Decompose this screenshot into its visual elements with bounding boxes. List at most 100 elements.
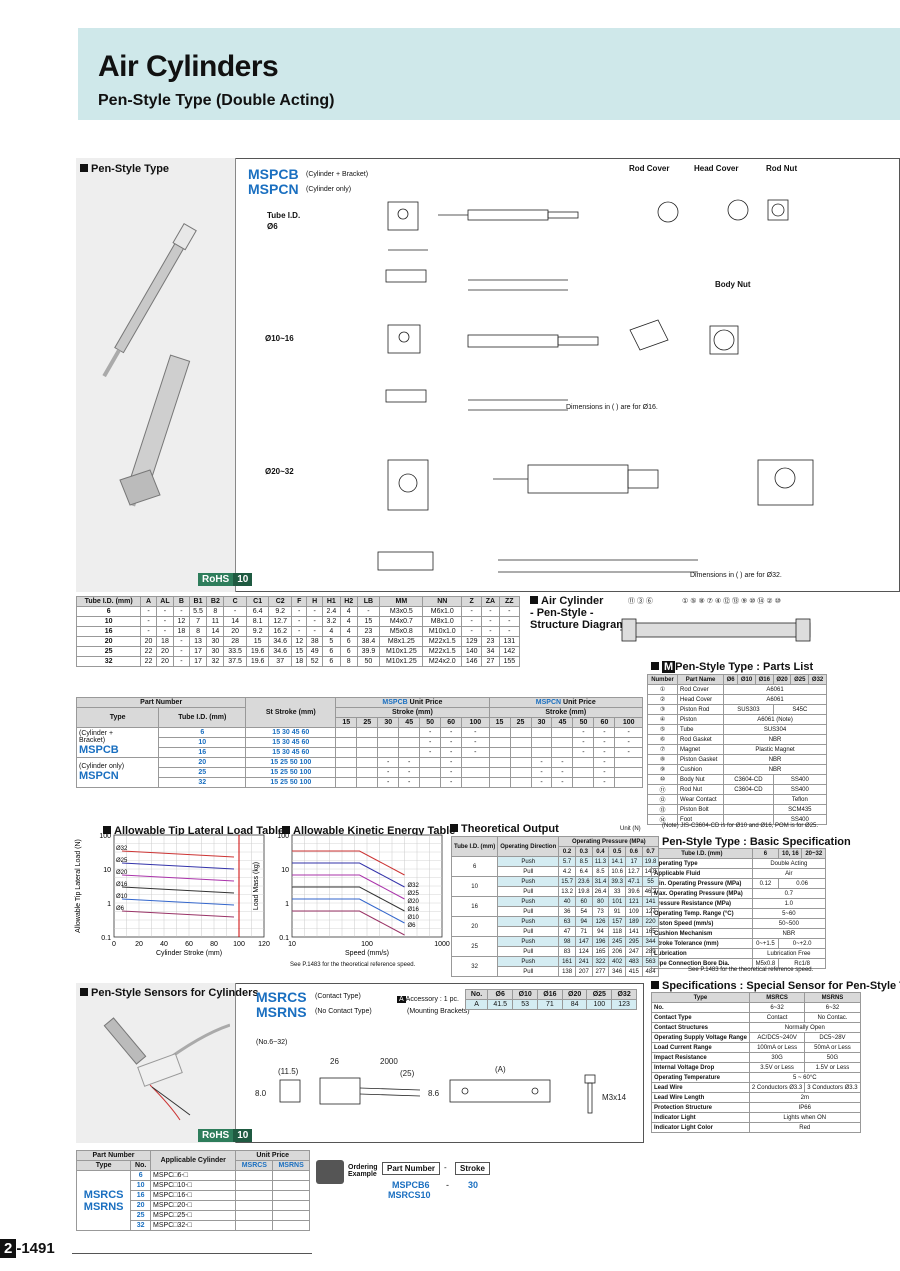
- table-cell: Piston Gasket: [677, 754, 725, 765]
- series-label: Ø10: [116, 894, 128, 900]
- table-header-cell: 0.5: [608, 846, 626, 857]
- table-cell: 23: [481, 636, 500, 647]
- table-cell: [488, 727, 511, 738]
- table-cell: 165: [641, 926, 660, 937]
- table-cell: [488, 737, 511, 748]
- table-cell: 5~60: [751, 908, 827, 919]
- sp-msrns: MSRNS: [272, 1160, 310, 1171]
- table-cell: [530, 727, 553, 738]
- table-cell: ⑬: [646, 804, 679, 815]
- table-cell: -: [398, 767, 421, 778]
- table-cell: M10x1.25: [379, 656, 424, 667]
- table-cell: 0.12: [751, 878, 780, 889]
- table-cell: 19.6: [245, 656, 270, 667]
- pt-part-number: Part Number: [75, 697, 247, 708]
- table-cell: Operating Supply Voltage Range: [651, 1032, 750, 1043]
- series-label: Ø6: [408, 923, 417, 929]
- table-cell: 1.5V or Less: [804, 1062, 861, 1073]
- table-cell: [551, 747, 574, 758]
- table-cell: 15 30 45 60: [245, 737, 337, 748]
- table-cell: 94: [574, 916, 593, 927]
- table-cell: Cushion Mechanism: [651, 928, 753, 939]
- table-cell: -: [398, 777, 421, 788]
- table-cell: A6061: [723, 694, 827, 705]
- table-cell: 6: [130, 1170, 152, 1181]
- table-cell: 100: [586, 999, 613, 1010]
- table-cell: Cushion: [677, 764, 725, 775]
- table-cell: -: [593, 777, 616, 788]
- table-cell: 121: [625, 896, 643, 907]
- table-cell: 3.2: [321, 616, 341, 627]
- ordering-dash2: -: [446, 1180, 449, 1190]
- table-cell: 9.2: [245, 626, 270, 637]
- table-cell: [530, 747, 553, 758]
- table-cell: -: [440, 757, 463, 768]
- table-cell: 27: [481, 656, 500, 667]
- table-header-cell: Ø25: [790, 674, 810, 685]
- table-cell: ⑭: [646, 814, 679, 825]
- table-cell: [356, 727, 379, 738]
- table-cell: Tube: [677, 724, 725, 735]
- table-cell: Operating Temp. Range (°C): [651, 908, 753, 919]
- table-cell: 34: [481, 646, 500, 657]
- table-cell: 16.2: [268, 626, 292, 637]
- table-cell: 14: [223, 616, 247, 627]
- table-cell: -: [155, 626, 175, 637]
- table-cell: -: [593, 767, 616, 778]
- table-cell: 20: [223, 626, 247, 637]
- table-cell: 18: [155, 636, 175, 647]
- table-cell: NBR: [723, 754, 827, 765]
- table-cell: 20: [158, 757, 247, 768]
- table-cell: NBR: [723, 764, 827, 775]
- table-cell: -: [306, 606, 323, 617]
- table-cell: 22: [140, 646, 157, 657]
- series-label: Ø25: [408, 891, 420, 897]
- table-cell: 39.6: [625, 886, 643, 897]
- table-cell: Magnet: [677, 744, 725, 755]
- table-cell: Push: [497, 956, 560, 967]
- table-cell: 83: [558, 946, 576, 957]
- table-header-cell: 100: [614, 717, 643, 728]
- table-cell: -: [551, 757, 574, 768]
- x-axis-label: Speed (mm/s): [345, 950, 389, 957]
- table-cell: 4: [339, 616, 358, 627]
- table-cell: [272, 1180, 310, 1191]
- table-cell: Red: [748, 1122, 861, 1133]
- table-row: Pressure Resistance (MPa)1.0: [651, 898, 827, 909]
- table-cell: Impact Resistance: [651, 1052, 750, 1063]
- ordering-icon: [316, 1160, 344, 1184]
- table-cell: 60: [574, 896, 593, 907]
- table-header-cell: 100: [461, 717, 490, 728]
- table-cell: -: [481, 606, 500, 617]
- dim-col: B: [173, 596, 190, 607]
- table-cell: Teflon: [772, 794, 828, 805]
- table-cell: 20: [130, 1200, 152, 1211]
- photo-section-title: Pen-Style Type: [80, 163, 169, 175]
- table-cell: Rod Cover: [677, 684, 725, 695]
- table-cell: ⑨: [646, 764, 679, 775]
- table-cell: 109: [625, 906, 643, 917]
- table-cell: [398, 727, 421, 738]
- dim-26: 26: [330, 1057, 339, 1066]
- table-cell: -: [290, 626, 308, 637]
- dim-8-6: 8.6: [428, 1089, 440, 1098]
- table-cell: -: [572, 727, 595, 738]
- x-tick-label: 120: [258, 941, 270, 948]
- table-cell: SUS303: [723, 704, 774, 715]
- pt-stroke-b: Stroke (mm): [335, 707, 490, 718]
- sp-price: Unit Price: [235, 1150, 310, 1161]
- table-cell: Piston: [677, 714, 725, 725]
- table-cell: 19.8: [574, 886, 593, 897]
- table-header-cell: 6: [751, 848, 780, 859]
- table-cell: ⑩: [646, 774, 679, 785]
- table-row: Piston Speed (mm/s)50~500: [651, 918, 827, 929]
- table-cell: 13: [188, 636, 208, 647]
